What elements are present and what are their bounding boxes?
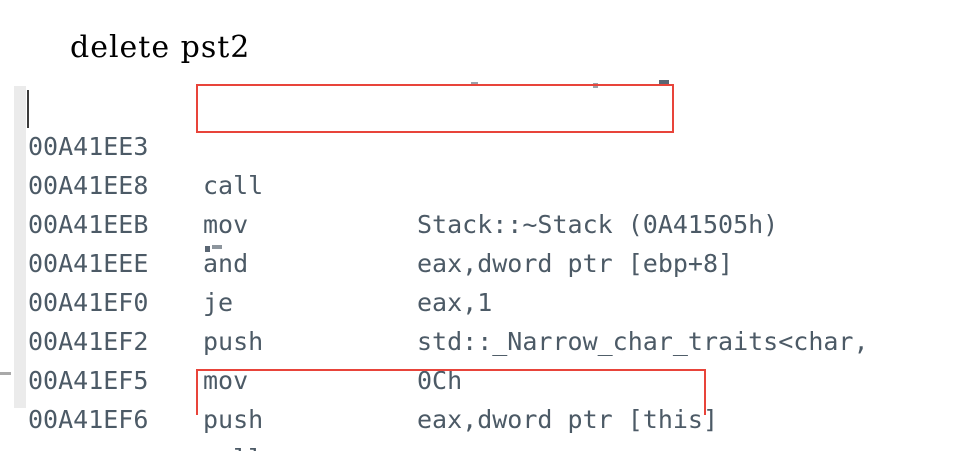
disassembly-row[interactable]: 00A41EE8 mov eax,dword ptr [ebp+8]	[0, 127, 963, 278]
clipped-glyph-fragment	[205, 246, 210, 252]
instruction-address: 00A41EE8	[28, 171, 149, 200]
instruction-operands: eax,dword ptr [ebp+8]	[417, 249, 734, 278]
disassembly-row[interactable]: 00A41EE3 call Stack::~Stack (0A41505h)	[0, 88, 963, 239]
instruction-address: 00A41EEE	[28, 249, 149, 278]
disassembly-row[interactable]: 00A41EEE je std::_Narrow_char_traits<cha…	[0, 205, 963, 356]
disassembly-row[interactable]: 00A41EF2 mov eax,dword ptr [this]	[0, 283, 963, 434]
instruction-address: 00A41EF6	[28, 405, 149, 434]
instruction-address: 00A41EEB	[28, 210, 149, 239]
instruction-operands: eax,dword ptr [this]	[417, 405, 719, 434]
disassembly-listing: 00A41EE3 call Stack::~Stack (0A41505h) 0…	[0, 88, 963, 451]
disassembly-row[interactable]: 00A41EF6 call operator delete (0A410A0h)	[0, 361, 963, 451]
instruction-operands: Stack::~Stack (0A41505h)	[417, 210, 779, 239]
instruction-operands: std::_Narrow_char_traits<char,	[417, 327, 869, 356]
instruction-operands: eax	[417, 439, 462, 451]
instruction-mnemonic: push	[203, 405, 264, 434]
instruction-address: 00A41EF0	[28, 288, 149, 317]
text-caret	[27, 90, 29, 128]
instruction-mnemonic: call	[203, 439, 263, 451]
source-statement: delete pst2	[70, 30, 251, 65]
instruction-mnemonic: push	[203, 327, 264, 356]
instruction-address: 00A41EE3	[28, 132, 149, 161]
instruction-mnemonic: and	[203, 249, 249, 278]
instruction-mnemonic: call	[203, 171, 264, 200]
clipped-glyph-fragment	[471, 82, 478, 85]
gutter-strip[interactable]	[14, 86, 26, 408]
instruction-mnemonic: mov	[203, 210, 249, 239]
disassembly-row[interactable]: 00A41EF5 push eax	[0, 322, 963, 451]
margin-marker-icon[interactable]	[0, 372, 11, 375]
disassembly-row[interactable]: 00A41EEB and eax,1	[0, 166, 963, 317]
instruction-operands: eax,1	[417, 288, 493, 317]
clipped-glyph-fragment	[212, 245, 222, 249]
disassembly-row[interactable]: 00A41EF0 push 0Ch	[0, 244, 963, 395]
instruction-address: 00A41EF5	[28, 366, 149, 395]
clipped-glyph-fragment	[659, 80, 669, 86]
instruction-mnemonic: je	[203, 288, 234, 317]
instruction-address: 00A41EF2	[28, 327, 149, 356]
